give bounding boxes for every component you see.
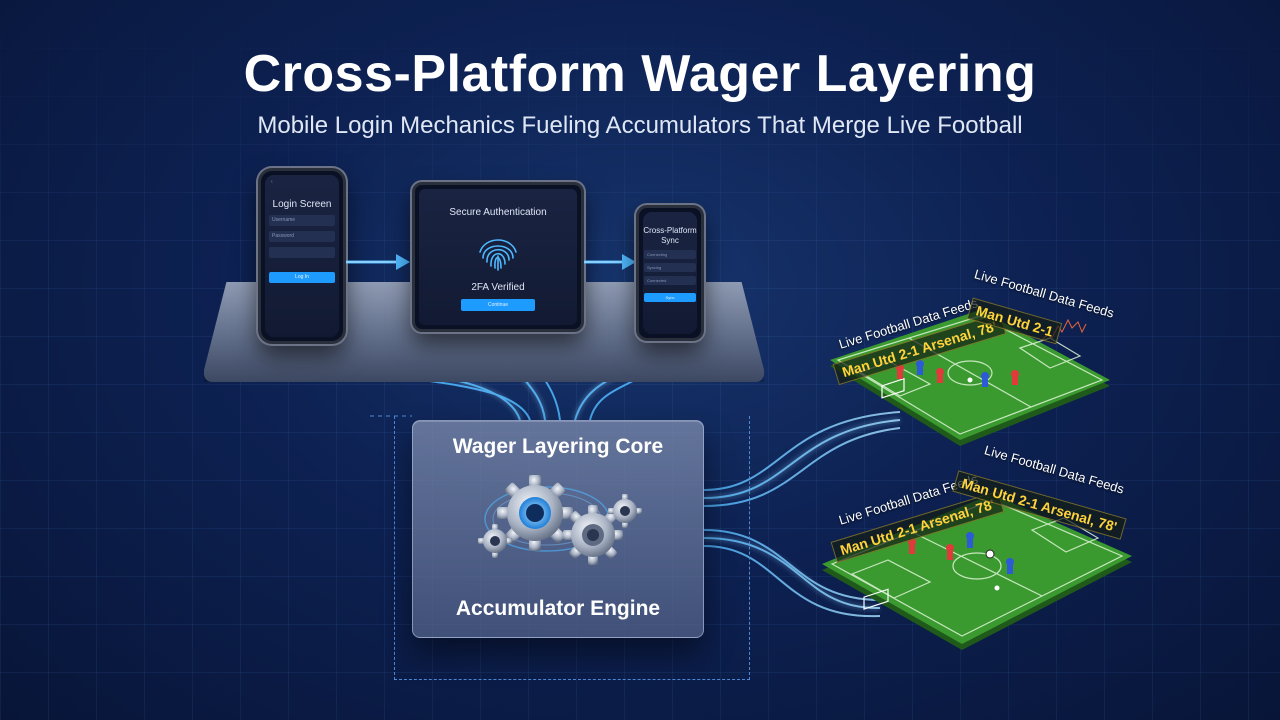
football-pitch [822, 494, 1132, 650]
arrow-right-icon [584, 254, 636, 270]
auth-tablet: Secure Authentication 2FA Verified Conti… [412, 182, 584, 332]
status-bar: ‹ [271, 179, 273, 185]
sync-screen: Cross-Platform Sync Connecting Syncing C… [643, 212, 697, 334]
core-bottom-label: Accumulator Engine [455, 597, 661, 620]
login-button[interactable]: Log In [269, 272, 335, 283]
sync-field-3[interactable]: Connected [644, 276, 696, 285]
page-title: Cross-Platform Wager Layering [243, 45, 1037, 103]
login-phone: ‹ Login Screen Username Password Log In [258, 168, 346, 344]
continue-button[interactable]: Continue [461, 299, 535, 311]
sync-field-1[interactable]: Connecting [644, 250, 696, 259]
username-field[interactable]: Username [269, 215, 335, 226]
football-feed-2: Live Football Data Feeds Man Utd 2-1 Ars… [812, 442, 1142, 665]
verified-status: 2FA Verified [471, 282, 525, 293]
wager-core-panel: Wager Layering Core [412, 420, 704, 638]
sync-field-2[interactable]: Syncing [644, 263, 696, 272]
sync-button[interactable]: Sync [644, 293, 696, 302]
sync-title: Cross-Platform Sync [643, 226, 697, 245]
page-subtitle: Mobile Login Mechanics Fueling Accumulat… [257, 112, 1023, 139]
password-field[interactable]: Password [269, 231, 335, 242]
login-title: Login Screen [272, 199, 332, 210]
auth-title: Secure Authentication [449, 207, 547, 218]
core-top-label: Wager Layering Core [452, 435, 664, 458]
dashed-frame [394, 416, 750, 680]
sync-phone: Cross-Platform Sync Connecting Syncing C… [636, 205, 704, 341]
auth-screen: Secure Authentication 2FA Verified Conti… [419, 189, 577, 325]
arrow-right-icon [346, 254, 410, 270]
empty-field[interactable] [269, 247, 335, 258]
players [896, 360, 1019, 387]
fingerprint-icon [479, 239, 517, 271]
gears-icon [478, 475, 642, 565]
football-feed-1: Live Football Data Feeds Man Utd 2-1 Ars… [820, 266, 1120, 466]
login-screen: ‹ Login Screen Username Password Log In [265, 175, 339, 337]
